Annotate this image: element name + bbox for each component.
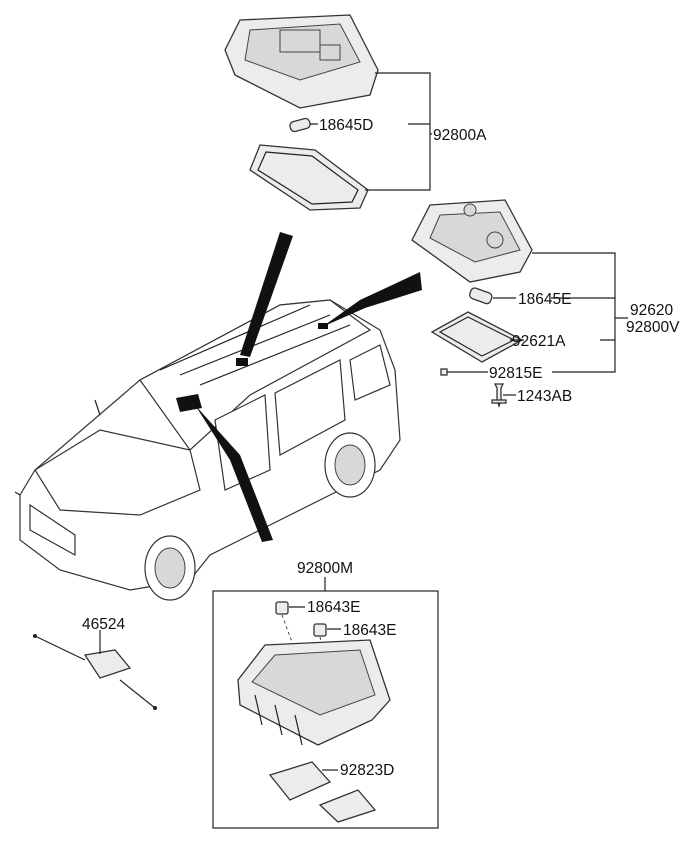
label-18643e-1: 18643E — [307, 599, 360, 616]
map-lamp-bulb — [289, 117, 311, 133]
room-lamp-housing — [411, 199, 533, 283]
callout-swoosh-3 — [195, 405, 273, 542]
label-92815e: 92815E — [489, 365, 542, 382]
vehicle-illustration — [14, 299, 401, 601]
overhead-console-box — [212, 590, 439, 829]
room-lamp-bulb — [469, 287, 493, 305]
screw-icon — [491, 383, 507, 409]
label-92823d: 92823D — [340, 762, 394, 779]
label-92800a: 92800A — [433, 127, 487, 144]
callout-swoosh-2 — [322, 272, 422, 327]
map-lamp-lens — [249, 144, 369, 211]
room-lamp-lens — [430, 311, 524, 363]
overhead-lens-1 — [268, 761, 332, 801]
label-18645d: 18645D — [319, 117, 373, 134]
overhead-bulb-2 — [313, 623, 327, 637]
label-92621a: 92621A — [512, 333, 566, 350]
label-18643e-2: 18643E — [343, 622, 396, 639]
antenna-module — [33, 630, 157, 710]
label-46524: 46524 — [82, 616, 125, 633]
callout-swoosh-1 — [240, 232, 293, 357]
overhead-bulb-1 — [275, 601, 289, 615]
label-92800m: 92800M — [297, 560, 353, 577]
label-18645e: 18645E — [518, 291, 571, 308]
map-lamp-housing — [224, 14, 379, 109]
overhead-console-housing — [237, 639, 391, 746]
label-1243ab: 1243AB — [517, 388, 572, 405]
label-92800v: 92800V — [626, 319, 680, 336]
clip-icon — [440, 368, 448, 376]
label-92620: 92620 — [630, 302, 673, 319]
overhead-lens-2 — [318, 789, 377, 823]
